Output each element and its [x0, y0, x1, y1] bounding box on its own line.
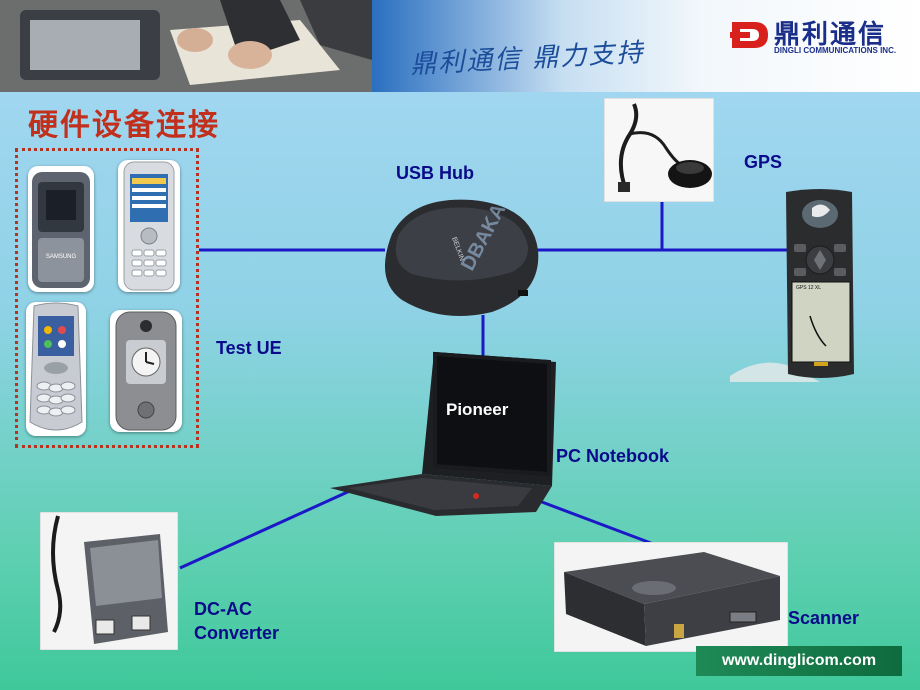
business-people-image [0, 0, 372, 92]
header-banner: 鼎利通信 鼎力支持 鼎利通信 DINGLI COMMUNICATIONS INC… [0, 0, 920, 92]
company-name-en: DINGLI COMMUNICATIONS INC. [774, 46, 897, 55]
dc-ac-label-line1: DC-AC [194, 599, 252, 619]
test-ue-label: Test UE [216, 338, 282, 358]
notebook-to-scanner-line [525, 494, 665, 550]
header-photo-image [0, 0, 372, 92]
usb-hub-label: USB Hub [396, 163, 474, 183]
gps-label: GPS [744, 152, 783, 172]
gps-device-image: GPS 12 XL [730, 189, 854, 382]
silver-phone-image [26, 302, 86, 436]
page-title: 硬件设备连接 [28, 108, 220, 143]
usb-hub-image: BELKIN DBAKA [384, 199, 539, 316]
phone-brand: SAMSUNG [46, 254, 77, 260]
converter-to-notebook-line [179, 488, 353, 570]
pioneer-software-label: Pioneer [446, 400, 509, 419]
pc-notebook-label: PC Notebook [556, 446, 670, 466]
motorola-flip-phone-image [110, 310, 182, 432]
dc-ac-label-line2: Converter [194, 623, 280, 643]
candybar-phone-image [118, 160, 180, 292]
website-url[interactable]: www.dinglicom.com [696, 646, 902, 676]
dc-ac-converter-image [40, 512, 178, 650]
scanner-label: Scanner [788, 608, 860, 628]
gps-antenna-image [604, 98, 714, 202]
test-ue-group-border [15, 148, 199, 448]
company-logo-icon [730, 22, 768, 48]
gps-model-label: GPS 12 XL [796, 285, 821, 291]
samsung-flip-phone-image: SAMSUNG [28, 166, 94, 292]
header-slogan-banner [372, 0, 920, 92]
scanner-image [554, 542, 788, 652]
company-name: 鼎利通信 [774, 19, 887, 49]
